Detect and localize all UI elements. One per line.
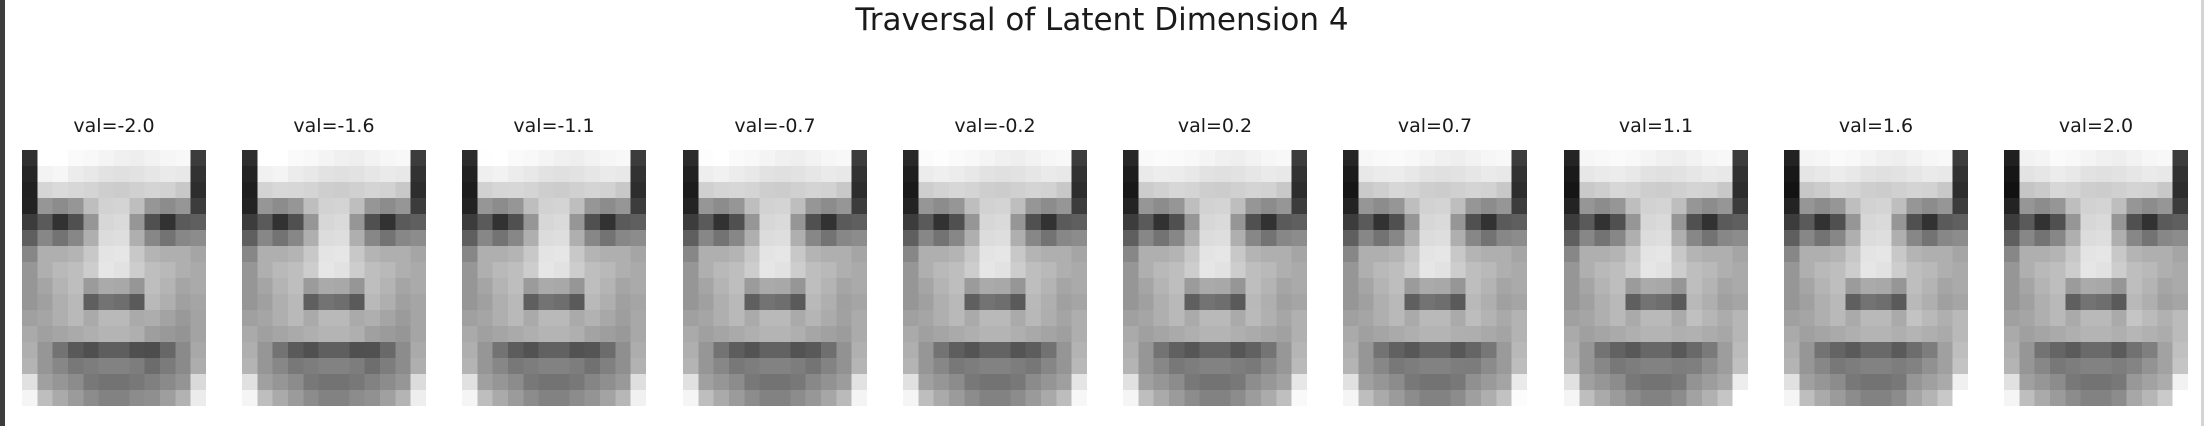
left-border (0, 0, 5, 426)
panel-value-label: val=0.7 (1397, 115, 1473, 137)
face-image (1564, 150, 1748, 406)
face-image (22, 150, 206, 406)
panel-value-label: val=2.0 (2058, 115, 2134, 137)
panel-value-label: val=1.1 (1618, 115, 1694, 137)
panel-value-label: val=-0.7 (734, 115, 816, 137)
figure-title: Traversal of Latent Dimension 4 (855, 2, 1349, 38)
face-image (1123, 150, 1307, 406)
right-scrollbar (2201, 0, 2204, 426)
face-image (462, 150, 646, 406)
panel-value-label: val=0.2 (1177, 115, 1253, 137)
face-image (2004, 150, 2188, 406)
panel-value-label: val=-1.6 (293, 115, 375, 137)
face-image (1784, 150, 1968, 406)
face-image (903, 150, 1087, 406)
face-image (683, 150, 867, 406)
panel-value-label: val=-1.1 (513, 115, 595, 137)
panel-value-label: val=1.6 (1838, 115, 1914, 137)
face-image (1343, 150, 1527, 406)
panel-value-label: val=-2.0 (73, 115, 155, 137)
panel-value-label: val=-0.2 (954, 115, 1036, 137)
face-image (242, 150, 426, 406)
